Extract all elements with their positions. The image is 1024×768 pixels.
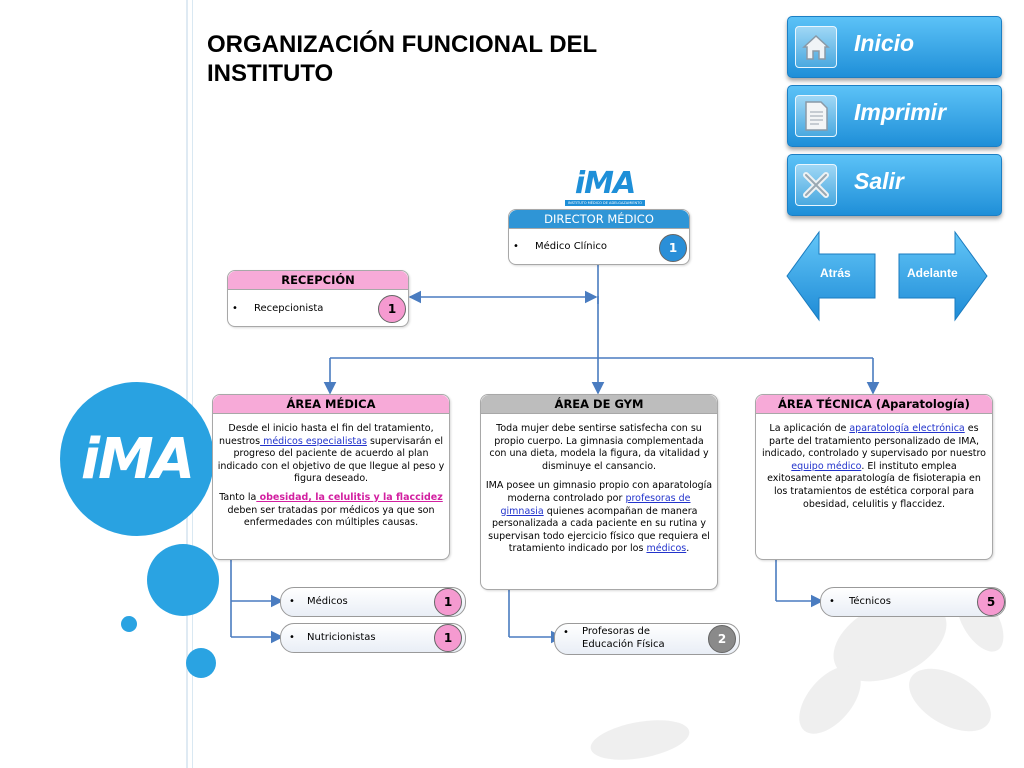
profesoras-pill: • Profesoras de Educación Física 2	[554, 623, 740, 655]
area-medica-text-1: Desde el inicio hasta el fin del tratami…	[217, 423, 445, 485]
tecnicos-pill: • Técnicos 5	[820, 587, 1006, 617]
bullet: •	[513, 241, 519, 252]
adelante-label: Adelante	[907, 266, 958, 280]
decor-circle	[121, 616, 137, 632]
ima-logo-small: iMA INSTITUTO MÉDICO DE ADELGAZAMIENTO	[565, 168, 645, 210]
profesoras-count-badge: 2	[708, 625, 736, 653]
document-icon	[795, 95, 837, 137]
adelante-button[interactable]	[895, 230, 991, 322]
area-medica-box: ÁREA MÉDICA Desde el inicio hasta el fin…	[212, 394, 450, 560]
obesidad-link[interactable]: obesidad, la celulitis y la flaccidez	[256, 491, 443, 503]
salir-button[interactable]: Salir	[787, 154, 1002, 216]
director-item: Médico Clínico	[535, 241, 607, 252]
director-medico-box: DIRECTOR MÉDICO • Médico Clínico 1	[508, 209, 690, 265]
area-medica-header: ÁREA MÉDICA	[213, 395, 449, 414]
close-icon	[795, 164, 837, 206]
decor-circle	[186, 648, 216, 678]
bullet: •	[829, 596, 835, 607]
nutricionistas-label: Nutricionistas	[307, 632, 376, 643]
area-tecnica-text: La aplicación de aparatología electrónic…	[762, 423, 986, 510]
bullet: •	[232, 303, 238, 314]
area-tecnica-header: ÁREA TÉCNICA (Aparatología)	[756, 395, 992, 414]
recepcion-count-badge: 1	[378, 295, 406, 323]
home-icon	[795, 26, 837, 68]
inicio-button[interactable]: Inicio	[787, 16, 1002, 78]
bullet: •	[563, 627, 569, 638]
profesoras-gimnasia-link[interactable]: profesoras de gimnasia	[500, 492, 691, 517]
area-gym-header: ÁREA DE GYM	[481, 395, 717, 414]
salir-label: Salir	[854, 168, 904, 194]
bullet: •	[289, 596, 295, 607]
imprimir-button[interactable]: Imprimir	[787, 85, 1002, 147]
profesoras-label: Profesoras de Educación Física	[582, 626, 665, 650]
medicos-count-badge: 1	[434, 588, 462, 616]
equipo-medico-link[interactable]: equipo médico	[791, 460, 862, 472]
medicos-label: Médicos	[307, 596, 348, 607]
decor-circle	[147, 544, 219, 616]
area-tecnica-box: ÁREA TÉCNICA (Aparatología) La aplicació…	[755, 394, 993, 560]
medicos-especialistas-link[interactable]: médicos especialistas	[260, 435, 367, 447]
director-header: DIRECTOR MÉDICO	[509, 210, 689, 229]
recepcion-item: Recepcionista	[254, 303, 324, 314]
recepcion-box: RECEPCIÓN • Recepcionista 1	[227, 270, 409, 327]
recepcion-header: RECEPCIÓN	[228, 271, 408, 290]
bullet: •	[289, 632, 295, 643]
inicio-label: Inicio	[854, 30, 915, 56]
area-medica-text-2: Tanto la obesidad, la celulitis y la fla…	[219, 491, 443, 529]
area-gym-text-2: IMA posee un gimnasio propio con aparato…	[485, 480, 713, 555]
sidebar-divider	[186, 0, 188, 768]
atras-label: Atrás	[820, 266, 851, 280]
medicos-pill: • Médicos 1	[280, 587, 466, 617]
tecnicos-count-badge: 5	[977, 588, 1005, 616]
aparatologia-link[interactable]: aparatología electrónica	[849, 423, 965, 434]
ima-logo-large: iMA	[60, 382, 214, 536]
atras-button[interactable]	[783, 230, 879, 322]
left-sidebar	[0, 0, 193, 768]
nutricionistas-count-badge: 1	[434, 624, 462, 652]
director-count-badge: 1	[659, 234, 687, 262]
tecnicos-label: Técnicos	[849, 596, 892, 607]
medicos-link[interactable]: médicos	[646, 543, 687, 555]
area-gym-box: ÁREA DE GYM Toda mujer debe sentirse sat…	[480, 394, 718, 590]
nutricionistas-pill: • Nutricionistas 1	[280, 623, 466, 653]
page-title: ORGANIZACIÓN FUNCIONAL DEL INSTITUTO	[207, 31, 597, 87]
area-gym-text-1: Toda mujer debe sentirse satisfecha con …	[489, 423, 709, 472]
imprimir-label: Imprimir	[854, 99, 947, 125]
